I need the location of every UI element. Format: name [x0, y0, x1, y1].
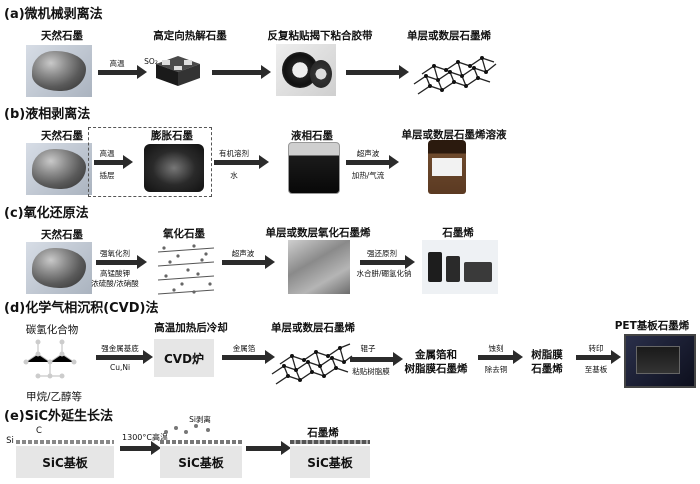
d-arrow-5 — [576, 350, 621, 364]
d-methane-label: 甲烷/乙醇等 — [25, 391, 83, 403]
e-arrow-2 — [246, 441, 291, 455]
a-natural-graphite-label: 天然石墨 — [41, 30, 83, 42]
d-substrate-label: 强金属基底 — [101, 344, 139, 353]
a-tape-label: 反复粘贴揭下粘合胶带 — [267, 30, 373, 42]
d-arrow-1 — [96, 350, 153, 364]
e-si-label: Si — [6, 436, 14, 446]
d-etch-label: 蚀刻 — [488, 344, 504, 353]
c-vial-1 — [428, 252, 442, 282]
b-arrow-1 — [94, 155, 133, 169]
a-high-temp-label: 高温 — [109, 59, 125, 68]
c-oxidant-label: 强氧化剂 — [100, 249, 130, 258]
d-arrow-3 — [350, 352, 403, 366]
b-ultrasonic-label: 超声波 — [356, 149, 380, 158]
d-resin-label: 粘贴树脂膜 — [352, 367, 390, 376]
c-graphite-oxide-label: 氧化石墨 — [163, 228, 205, 240]
d-cvd-furnace-box: CVD炉 — [154, 339, 214, 377]
b-bottle-label — [432, 158, 462, 176]
c-graphite-oxide-layers-diagram — [157, 244, 215, 295]
d-graphene-lattice-diagram — [271, 343, 353, 385]
d-process-label: 高温加热后冷却 — [154, 322, 228, 334]
d-foil-resin2-label: 树脂膜石墨烯 — [404, 363, 468, 375]
e-arrow-1 — [120, 441, 161, 455]
c-go-sheets-label: 单层或数层氧化石墨烯 — [265, 227, 371, 239]
b-result-label: 单层或数层石墨烯溶液 — [401, 129, 507, 141]
d-metals-label: Cu,Ni — [109, 363, 131, 372]
a-arrow-1 — [98, 65, 147, 79]
section-a-title: (a)微机械剥离法 — [4, 7, 103, 22]
a-hopg-blocks-diagram — [156, 56, 200, 86]
b-liquid-graphite-label: 液相石墨 — [291, 130, 333, 142]
b-water-label: 水 — [230, 171, 238, 180]
b-expanded-graphite-photo — [144, 144, 204, 192]
a-result-label: 单层或数层石墨烯 — [407, 30, 491, 42]
a-arrow-2 — [212, 65, 271, 79]
e-graphene-layer — [290, 440, 370, 444]
a-graphene-lattice-diagram — [413, 56, 497, 95]
c-natural-graphite-label: 天然石墨 — [41, 229, 83, 241]
c-arrow-1 — [96, 255, 147, 269]
b-arrow-3 — [346, 155, 399, 169]
e-si-sublimation-dots — [162, 422, 222, 436]
d-foil-resin-label: 金属箔和 — [415, 349, 457, 361]
d-hydrocarbon-label: 碳氢化合物 — [25, 324, 79, 336]
c-arrow-2 — [222, 255, 275, 269]
d-roller-label: 辊子 — [360, 344, 376, 353]
e-c-label: C — [36, 426, 42, 436]
a-graphite-rock-icon — [32, 51, 86, 91]
e-temp-label: 1300°C高温 — [122, 433, 168, 442]
c-reductant-names-label: 水合肼/硼氢化钠 — [356, 269, 412, 278]
b-expansion-box — [88, 127, 212, 197]
d-remove-cu-label: 除去铜 — [484, 365, 508, 374]
d-resin-film-label: 树脂膜 — [531, 349, 563, 361]
b-liquid-graphite-jar — [288, 142, 340, 194]
d-pet-film — [636, 346, 680, 374]
b-natural-graphite-label: 天然石墨 — [41, 130, 83, 142]
e-sic-surface-atoms-2 — [160, 440, 242, 444]
e-result-label: 石墨烯 — [307, 427, 339, 439]
b-high-temp-label: 高温 — [99, 149, 115, 158]
c-result-label: 石墨烯 — [442, 227, 474, 239]
a-hopg-label: 高定向热解石墨 — [153, 30, 227, 42]
a-arrow-3 — [346, 65, 409, 79]
a-so2-label: SO₂ — [144, 57, 158, 66]
a-tape-roll2-icon — [310, 60, 332, 88]
d-result1-label: 单层或数层石墨烯 — [271, 322, 355, 334]
c-graphite-rock-icon — [32, 248, 86, 288]
d-arrow-4 — [478, 350, 523, 364]
section-c-title: (c)氧化还原法 — [4, 206, 89, 221]
c-go-sem-image — [288, 240, 350, 294]
d-pet-label: PET基板石墨烯 — [614, 320, 690, 332]
c-reductant-label: 强还原剂 — [367, 249, 397, 258]
b-solvent-label: 有机溶剂 — [219, 149, 249, 158]
e-sic-substrate-2: SiC基板 — [160, 446, 242, 478]
c-kmno4-label: 高锰酸钾 — [100, 269, 130, 278]
section-b-title: (b)液相剥离法 — [4, 107, 91, 122]
e-sic-substrate-3: SiC基板 — [290, 446, 370, 478]
b-arrow-2 — [214, 155, 269, 169]
d-to-substrate-label: 至基板 — [584, 365, 608, 374]
b-graphite-rock-icon — [32, 149, 86, 189]
b-expanded-label: 膨胀石墨 — [151, 130, 193, 142]
c-vial-2 — [446, 256, 460, 282]
d-arrow-2 — [222, 350, 275, 364]
c-acids-label: 浓硫酸/浓硝酸 — [91, 279, 139, 288]
d-foil-label: 金属箔 — [232, 344, 256, 353]
e-sic-substrate-1: SiC基板 — [16, 446, 114, 478]
c-arrow-3 — [360, 255, 415, 269]
e-sic-surface-atoms — [16, 440, 114, 444]
b-heat-air-label: 加热/气流 — [351, 171, 385, 180]
e-si-sub-label: Si剥离 — [189, 415, 211, 424]
c-ultrasonic-label: 超声波 — [231, 249, 255, 258]
d-molecule-diagram — [23, 339, 77, 379]
c-powder-dish — [464, 262, 492, 282]
d-transfer-label: 转印 — [588, 344, 604, 353]
d-resin-film2-label: 石墨烯 — [531, 363, 563, 375]
section-d-title: (d)化学气相沉积(CVD)法 — [4, 301, 159, 316]
section-e-title: (e)SiC外延生长法 — [4, 409, 114, 424]
b-intercalate-label: 插层 — [99, 171, 115, 180]
